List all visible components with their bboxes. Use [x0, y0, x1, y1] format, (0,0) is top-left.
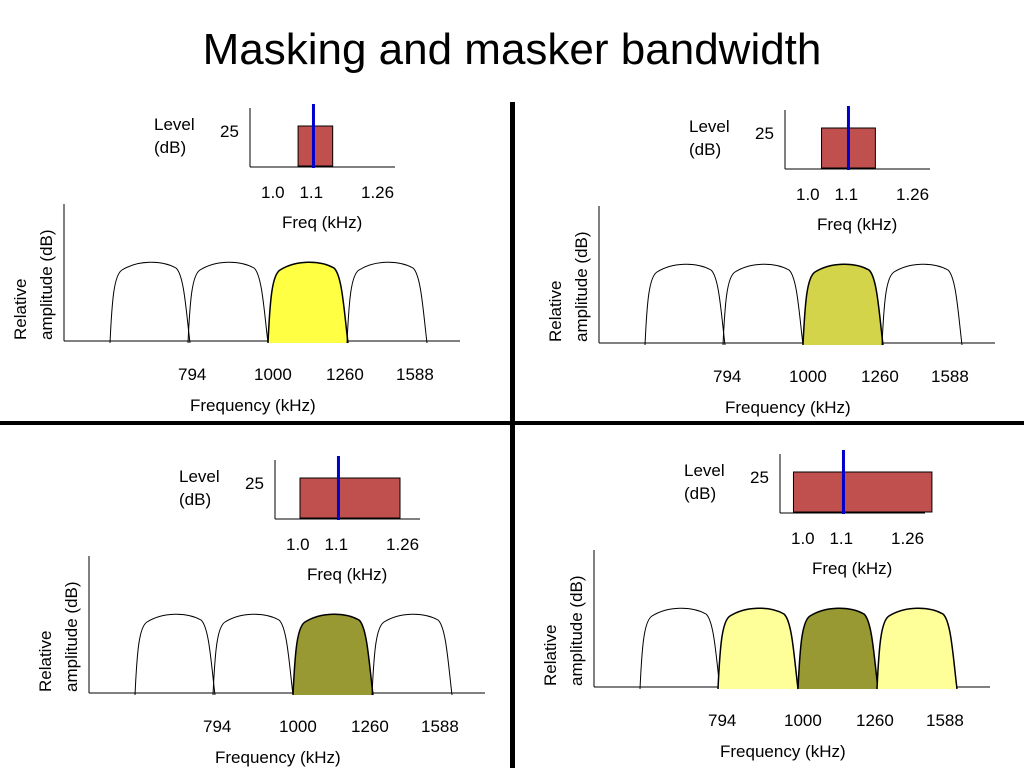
level-value-label: 25: [750, 468, 769, 487]
frequency-tick-label: 1000: [279, 717, 317, 736]
level-label: Level: [684, 461, 725, 480]
level-value-label: 25: [220, 122, 239, 141]
auditory-filter-3: [292, 613, 374, 696]
auditory-filter-4: [881, 263, 963, 346]
frequency-tick-label: 1000: [789, 367, 827, 386]
auditory-filter-4: [346, 261, 428, 344]
filter-bank: [598, 206, 995, 346]
y-axis-label-relative: Relative: [36, 630, 55, 692]
inset-plot: [784, 106, 930, 170]
inset-x-axis-label: Freq (kHz): [282, 213, 363, 232]
auditory-filter-2: [212, 613, 294, 696]
inset-tick-label: 1.26: [891, 529, 925, 548]
level-unit-label: (dB): [684, 484, 717, 503]
auditory-filter-2: [187, 261, 269, 344]
inset-tick-label: 1.26: [386, 535, 420, 554]
main-x-axis-label: Frequency (kHz): [725, 398, 851, 417]
inset-plot: [779, 450, 933, 514]
inset-x-axis-label: Freq (kHz): [307, 565, 388, 584]
inset-tick-label: 1.26: [896, 185, 930, 204]
frequency-tick-label: 1260: [861, 367, 899, 386]
level-value-label: 25: [755, 124, 774, 143]
filter-bank: [593, 550, 990, 690]
inset-tick-label: 1.1: [834, 185, 859, 204]
frequency-tick-label: 1260: [351, 717, 389, 736]
level-unit-label: (dB): [154, 138, 187, 157]
auditory-filter-2: [722, 263, 804, 346]
inset-plot: [274, 456, 420, 520]
y-axis-label-relative: Relative: [546, 280, 565, 342]
inset-x-axis-label: Freq (kHz): [817, 215, 898, 234]
level-value-label: 25: [245, 474, 264, 493]
inset-tick-label: 1.0: [796, 185, 820, 204]
frequency-tick-label: 794: [203, 717, 232, 736]
auditory-filter-1: [644, 263, 726, 346]
inset-tick-label: 1.1: [324, 535, 349, 554]
masker-band-bar: [299, 477, 401, 519]
vertical-divider: [510, 102, 515, 768]
frequency-tick-label: 1588: [926, 711, 964, 730]
auditory-filter-3: [802, 263, 884, 346]
level-label: Level: [154, 115, 195, 134]
frequency-tick-label: 1260: [856, 711, 894, 730]
inset-tick-label: 1.1: [299, 183, 324, 202]
filter-bank: [88, 556, 485, 696]
inset-x-axis-label: Freq (kHz): [812, 559, 893, 578]
inset-plot: [249, 104, 395, 168]
level-unit-label: (dB): [179, 490, 212, 509]
y-axis-label-amplitude: amplitude (dB): [572, 231, 591, 342]
y-axis-label-relative: Relative: [11, 278, 30, 340]
frequency-tick-label: 794: [713, 367, 742, 386]
frequency-tick-label: 1260: [326, 365, 364, 384]
inset-tick-label: 1.26: [361, 183, 395, 202]
slide-title: Masking and masker bandwidth: [202, 25, 822, 74]
auditory-filter-4: [876, 607, 958, 690]
level-label: Level: [179, 467, 220, 486]
masker-band-bar: [297, 125, 334, 167]
auditory-filter-4: [371, 613, 453, 696]
inset-tick-label: 1.0: [286, 535, 310, 554]
auditory-filter-3: [797, 607, 879, 690]
auditory-filter-3: [267, 261, 349, 344]
frequency-tick-label: 1588: [931, 367, 969, 386]
inset-tick-label: 1.0: [261, 183, 285, 202]
frequency-tick-label: 1000: [784, 711, 822, 730]
masker-band-bar: [792, 471, 933, 513]
frequency-tick-label: 794: [708, 711, 737, 730]
frequency-tick-label: 1000: [254, 365, 292, 384]
auditory-filter-1: [109, 261, 191, 344]
auditory-filter-1: [639, 607, 721, 690]
y-axis-label-relative: Relative: [541, 624, 560, 686]
frequency-tick-label: 1588: [421, 717, 459, 736]
level-label: Level: [689, 117, 730, 136]
level-unit-label: (dB): [689, 140, 722, 159]
y-axis-label-amplitude: amplitude (dB): [37, 229, 56, 340]
inset-tick-label: 1.0: [791, 529, 815, 548]
main-x-axis-label: Frequency (kHz): [190, 396, 316, 415]
inset-tick-label: 1.1: [829, 529, 854, 548]
frequency-tick-label: 1588: [396, 365, 434, 384]
filter-bank: [63, 204, 460, 344]
auditory-filter-1: [134, 613, 216, 696]
y-axis-label-amplitude: amplitude (dB): [567, 575, 586, 686]
frequency-tick-label: 794: [178, 365, 207, 384]
main-x-axis-label: Frequency (kHz): [215, 748, 341, 767]
y-axis-label-amplitude: amplitude (dB): [62, 581, 81, 692]
main-x-axis-label: Frequency (kHz): [720, 742, 846, 761]
auditory-filter-2: [717, 607, 799, 690]
